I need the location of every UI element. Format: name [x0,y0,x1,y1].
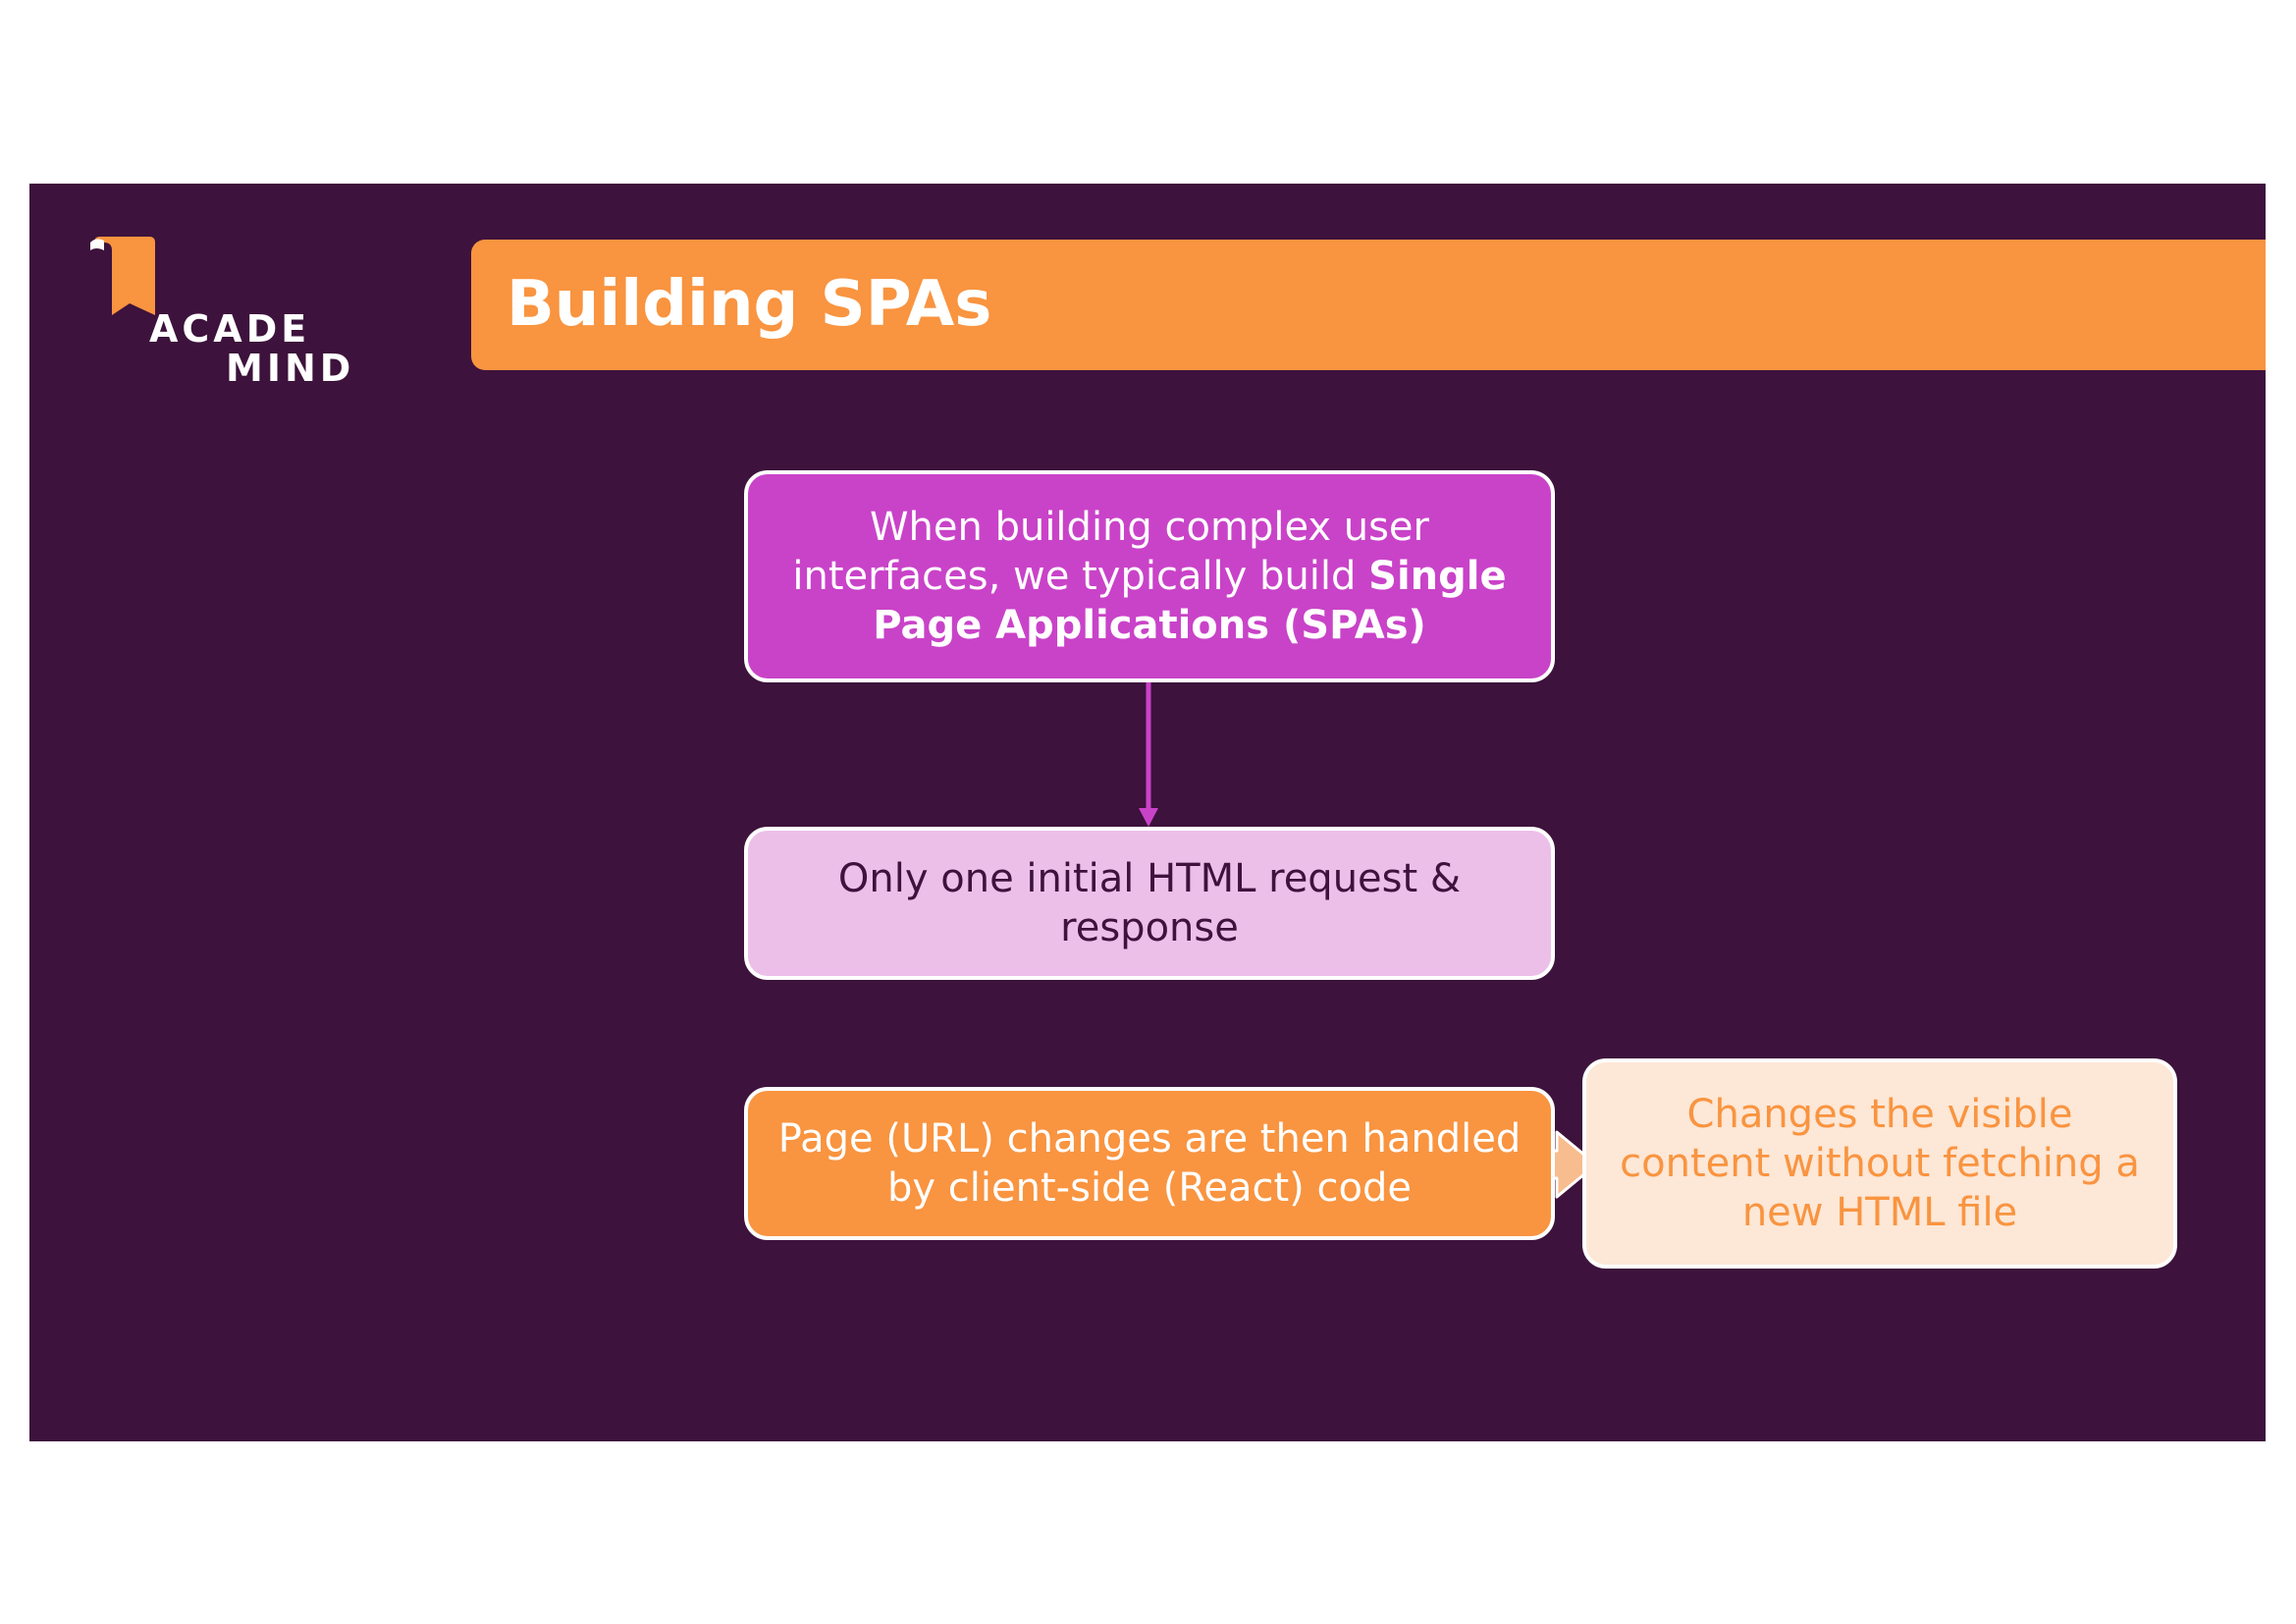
spa-definition-box: When building complex user interfaces, w… [744,470,1555,682]
title-bar: Building SPAs [471,240,2266,370]
slide-title: Building SPAs [507,268,992,341]
spa-definition-plain: When building complex user interfaces, w… [792,505,1429,599]
logo-flag-icon [90,237,155,315]
url-changes-text: Page (URL) changes are then handled by c… [777,1116,1522,1211]
initial-request-box: Only one initial HTML request & response [744,827,1555,980]
spa-definition-text: When building complex user interfaces, w… [768,503,1531,650]
down-arrow-head [1139,808,1158,827]
visible-content-text: Changes the visible content without fetc… [1620,1092,2140,1235]
academind-logo: ACADE MIND [90,237,350,390]
logo-text-line2: MIND [226,347,355,390]
visible-content-box: Changes the visible content without fetc… [1582,1058,2177,1269]
url-changes-box: Page (URL) changes are then handled by c… [744,1087,1555,1240]
slide: ACADE MIND Building SPAs When building c… [29,184,2266,1441]
logo-text-line1: ACADE [149,307,311,351]
initial-request-text: Only one initial HTML request & response [837,856,1462,950]
spa-definition-bold: Single Page Applications (SPAs) [873,554,1507,648]
